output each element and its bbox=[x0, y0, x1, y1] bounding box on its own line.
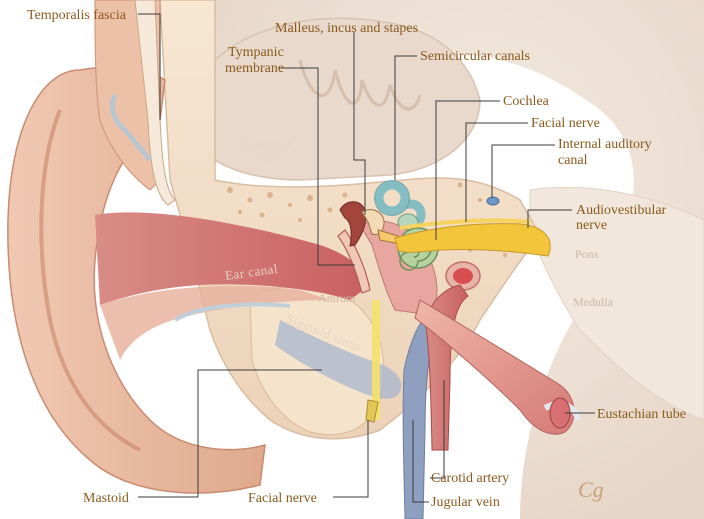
canal-floor bbox=[100, 285, 330, 360]
carotid-lumen bbox=[453, 268, 473, 284]
region-temporal-lobe-2: lobe bbox=[256, 150, 280, 165]
artist-signature: Cg bbox=[578, 477, 604, 502]
brain-tissue bbox=[215, 0, 704, 519]
region-medulla: Medulla bbox=[573, 295, 614, 309]
helix-fold bbox=[39, 109, 141, 452]
label-facial-nerve-bottom: Facial nerve bbox=[248, 491, 317, 506]
tympanic-membrane bbox=[337, 229, 371, 294]
cartilage bbox=[110, 93, 152, 162]
label-audiovestibular-nerve-line1: Audiovestibular bbox=[576, 203, 667, 218]
label-audiovestibular-nerve-line2: nerve bbox=[576, 218, 607, 233]
malleus bbox=[339, 201, 367, 247]
label-internal-auditory-canal-line2: canal bbox=[558, 153, 588, 168]
label-carotid-artery: Carotid artery bbox=[431, 471, 509, 486]
region-antrum: Antrum bbox=[318, 291, 356, 305]
gyri-lines bbox=[298, 59, 422, 111]
sigmoid-sinus bbox=[275, 320, 402, 399]
label-mastoid: Mastoid bbox=[83, 491, 129, 506]
temporalis-fascia bbox=[134, 0, 176, 206]
label-jugular-vein: Jugular vein bbox=[431, 495, 500, 510]
jugular-vein bbox=[402, 311, 439, 519]
label-internal-auditory-canal-line1: Internal auditory bbox=[558, 137, 652, 152]
incus bbox=[361, 209, 385, 235]
ear-canal bbox=[95, 212, 370, 305]
stylomastoid-foramen bbox=[365, 399, 379, 423]
eustachian-tube bbox=[414, 299, 575, 435]
region-pons: Pons bbox=[575, 247, 599, 261]
canal-cartilage bbox=[173, 302, 291, 322]
label-temporalis-fascia: Temporalis fascia bbox=[27, 8, 127, 23]
leader-lines bbox=[138, 13, 595, 503]
label-cochlea: Cochlea bbox=[503, 94, 550, 109]
audiovestibular-nerve-bundle bbox=[394, 223, 551, 257]
label-facial-nerve-top: Facial nerve bbox=[531, 116, 600, 131]
region-ear-canal: Ear canal bbox=[224, 261, 279, 283]
brainstem bbox=[529, 186, 704, 421]
facial-nerve-top bbox=[399, 218, 531, 230]
facial-nerve-canal bbox=[372, 300, 380, 420]
internal-auditory-canal bbox=[486, 196, 500, 206]
label-tympanic-membrane-line1: Tympanic bbox=[228, 45, 284, 60]
label-eustachian-tube: Eustachian tube bbox=[597, 407, 686, 422]
label-tympanic-membrane-line2: membrane bbox=[225, 61, 284, 76]
label-semicircular-canals: Semicircular canals bbox=[420, 49, 530, 64]
label-ossicles: Malleus, incus and stapes bbox=[275, 21, 418, 36]
region-temporal-lobe-1: Temporal bbox=[238, 136, 292, 151]
